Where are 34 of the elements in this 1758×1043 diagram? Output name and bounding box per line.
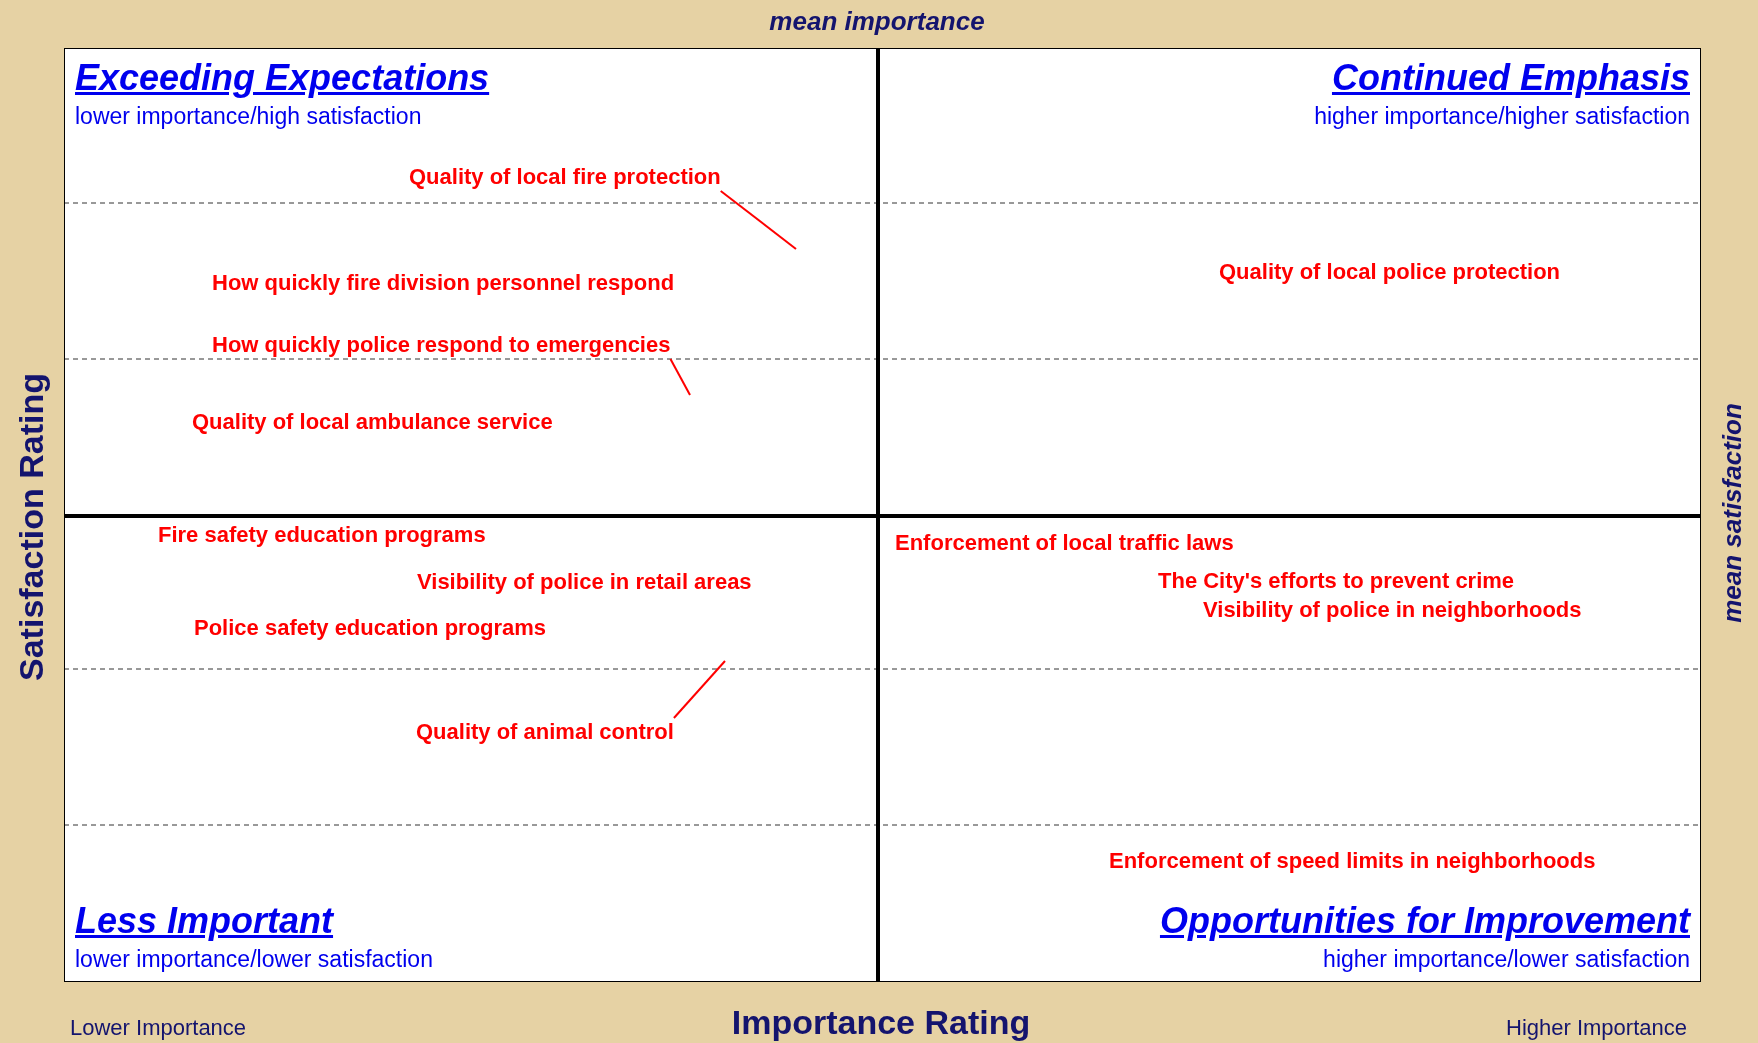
quadrant-panel <box>64 516 878 982</box>
item-label: How quickly police respond to emergencies <box>212 331 671 359</box>
quadrant-subtitle: higher importance/higher satisfaction <box>1314 103 1690 130</box>
quadrant-heading: Continued Emphasis <box>1331 57 1690 99</box>
quadrant-heading: Exceeding Expectations <box>75 57 490 99</box>
quadrant-subtitle: lower importance/high satisfaction <box>75 103 422 130</box>
axis-end-label: Higher Importance <box>1506 1015 1687 1041</box>
item-label: Quality of local ambulance service <box>192 408 553 436</box>
quadrant-heading: Opportunities for Improvement <box>1159 900 1690 942</box>
quadrant-panel <box>878 48 1701 516</box>
quadrant-subtitle: higher importance/lower satisfaction <box>1323 946 1690 973</box>
item-label: The City's efforts to prevent crime <box>1158 567 1515 595</box>
leader-line <box>672 660 726 719</box>
axis-title: Importance Rating <box>731 1002 1031 1042</box>
quadrant-subtitle: lower importance/lower satisfaction <box>75 946 433 973</box>
item-label: Visibility of police in retail areas <box>417 568 752 596</box>
quadrant-heading: Less Important <box>75 900 334 942</box>
leader-line <box>719 190 797 250</box>
item-label: Fire safety education programs <box>158 521 486 549</box>
item-label: Visibility of police in neighborhoods <box>1203 596 1582 624</box>
leader-line <box>669 358 691 396</box>
item-label: Quality of local police protection <box>1219 258 1561 286</box>
axis-title: Satisfaction Rating <box>11 373 51 681</box>
axis-end-label: Lower Importance <box>70 1015 247 1041</box>
item-label: Enforcement of speed limits in neighborhoods <box>1109 847 1596 875</box>
item-label: Quality of local fire protection <box>409 163 721 191</box>
quadrant-panel <box>878 516 1701 982</box>
item-label: Police safety education programs <box>194 614 547 642</box>
item-label: How quickly fire division personnel respond <box>212 269 675 297</box>
item-label: Quality of animal control <box>416 718 674 746</box>
axis-label: mean satisfaction <box>1716 403 1748 623</box>
quadrant-panel <box>64 48 878 516</box>
axis-label: mean importance <box>769 5 985 37</box>
item-label: Enforcement of local traffic laws <box>895 529 1234 557</box>
